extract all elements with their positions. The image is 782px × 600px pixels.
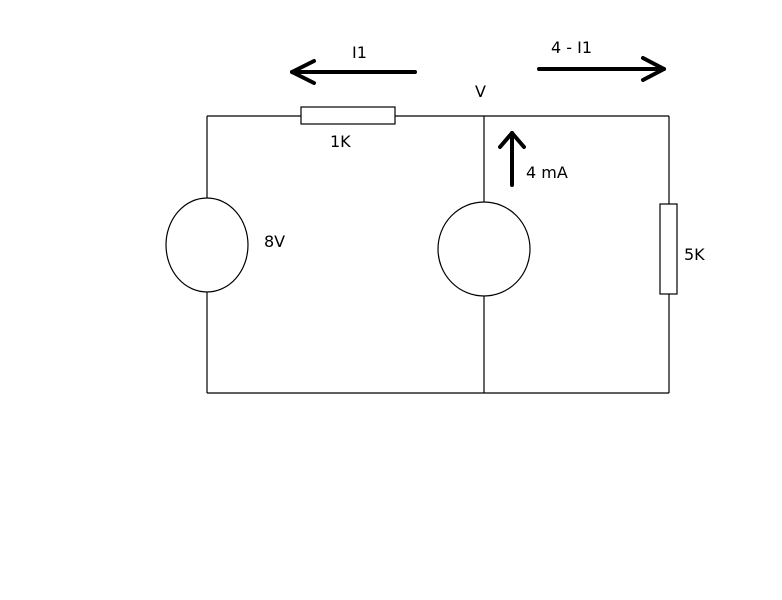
label-resistor-1k: 1K [330,132,351,151]
label-current-left: I1 [352,43,367,62]
arrow-current-source [498,131,526,187]
resistor-5k [659,203,678,295]
label-resistor-5k: 5K [684,245,705,264]
wires [206,115,670,394]
label-current-right: 4 - I1 [551,38,592,57]
label-current-source: 4 mA [526,163,568,182]
voltage-source [165,197,249,293]
current-source [437,201,531,297]
arrow-current-left [290,59,417,85]
arrow-current-right [537,56,666,82]
label-node-voltage: V [475,82,486,101]
label-voltage-source: 8V [264,232,285,251]
resistor-1k [300,106,396,125]
